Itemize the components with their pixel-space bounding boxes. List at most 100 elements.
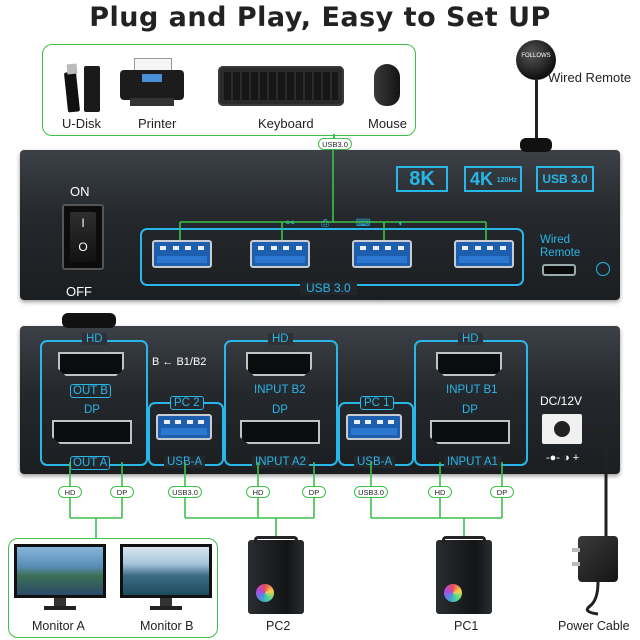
printer-screen — [142, 74, 162, 82]
remote-port[interactable] — [542, 264, 576, 276]
remote-label: Wired Remote — [548, 70, 632, 85]
dc-polarity-icon: -●- ◑ + — [546, 452, 580, 464]
printer-tray — [130, 98, 174, 106]
pc2-tower — [248, 536, 304, 614]
power-switch-glyph-0: O — [78, 240, 88, 254]
remote-button-text: FOLLOWS — [521, 53, 551, 59]
input-1-hd-label: HD — [458, 333, 483, 345]
power-adapter-prong-1 — [572, 548, 580, 552]
dc-jack-hole — [554, 421, 570, 437]
power-on-label: ON — [70, 184, 90, 199]
monitor-a — [14, 544, 106, 610]
monitor-a-stand — [54, 598, 66, 606]
pc2-fan-icon — [256, 584, 274, 602]
front-usb-port-4[interactable] — [454, 240, 514, 268]
pc2-bottom-label: PC2 — [266, 619, 291, 633]
remote-port-icon — [596, 262, 610, 276]
badge-4k-text: 4K — [470, 169, 494, 189]
pc1-tower-handle — [442, 536, 486, 544]
out-b-label: OUT B — [70, 384, 111, 398]
front-usb-port-3[interactable] — [352, 240, 412, 268]
badge-120hz-text: 120Hz — [496, 177, 517, 184]
switch-note: B ← B1/B2 — [152, 356, 207, 368]
pc1-label: PC 1 — [360, 396, 394, 410]
tag-pc1-usb: USB3.0 — [354, 486, 388, 498]
power-adapter-prong-2 — [572, 562, 580, 566]
usb-icon-row: ⚯ ⎙ ⌨ ◖ — [286, 218, 416, 229]
udisk-image — [63, 62, 106, 114]
monitor-a-label: Monitor A — [32, 619, 85, 633]
input-2-hd-label: HD — [268, 333, 293, 345]
pc1-fan-icon — [444, 584, 462, 602]
badge-8k: 8K — [396, 166, 448, 192]
power-off-label: OFF — [66, 284, 92, 299]
back-panel — [20, 326, 620, 474]
badge-usb3: USB 3.0 — [536, 166, 594, 192]
mouse-label: Mouse — [368, 116, 408, 131]
out-hd-label: HD — [82, 333, 107, 345]
power-cable-label: Power Cable — [558, 619, 630, 633]
out-b-hdmi-port[interactable] — [58, 352, 124, 376]
input-2-dp-label: DP — [272, 404, 288, 416]
monitor-a-base — [44, 606, 76, 610]
tag-pc2-usb: USB3.0 — [168, 486, 202, 498]
usb-tag-peripherals: USB3.0 — [318, 138, 352, 150]
front-panel-knob — [520, 138, 552, 152]
input-b2-hdmi-port[interactable] — [246, 352, 312, 376]
keyboard-keys — [224, 72, 338, 100]
input-a1-label: INPUT A1 — [444, 456, 501, 468]
front-usb-group-label: USB 3.0 — [300, 281, 357, 295]
input-a2-dp-port[interactable] — [240, 420, 320, 444]
monitor-b-label: Monitor B — [140, 619, 194, 633]
udisk-label: U-Disk — [62, 116, 101, 131]
power-adapter — [572, 536, 618, 582]
monitor-b-stand — [160, 598, 172, 606]
printer-image — [120, 58, 184, 108]
printer-label: Printer — [138, 116, 177, 131]
tag-a2-dp: DP — [302, 486, 326, 498]
input-b1-label: INPUT B1 — [446, 384, 498, 396]
pc2-label: PC 2 — [170, 396, 204, 410]
tag-out-a-dp: DP — [110, 486, 134, 498]
pc1-usb-label: USB-A — [354, 456, 396, 468]
keyboard-image — [218, 66, 344, 106]
input-b1-hdmi-port[interactable] — [436, 352, 502, 376]
remote-port-label: Wired Remote — [540, 234, 581, 259]
monitor-a-screen — [14, 544, 106, 598]
pc2-tower-handle — [254, 536, 298, 544]
badge-4k: 4K 120Hz — [464, 166, 522, 192]
front-usb-port-2[interactable] — [250, 240, 310, 268]
pc1-usb-port[interactable] — [346, 414, 402, 440]
power-switch[interactable]: I O — [62, 204, 104, 270]
pc1-tower — [436, 536, 492, 614]
dc-jack[interactable] — [542, 414, 582, 444]
pc2-usb-port[interactable] — [156, 414, 212, 440]
page-title: Plug and Play, Easy to Set UP — [89, 2, 551, 33]
monitor-b — [120, 544, 212, 610]
tag-a1-dp: DP — [490, 486, 514, 498]
power-switch-glyph-1: I — [81, 216, 85, 230]
input-b2-label: INPUT B2 — [254, 384, 306, 396]
monitor-b-screen — [120, 544, 212, 598]
monitors-frame — [8, 538, 218, 638]
power-switch-rocker — [70, 212, 96, 262]
input-a1-dp-port[interactable] — [430, 420, 510, 444]
input-1-dp-label: DP — [462, 404, 478, 416]
tag-b2-hd: HD — [246, 486, 270, 498]
udisk-stick-2 — [84, 66, 100, 112]
tag-out-b-hd: HD — [58, 486, 82, 498]
out-a-label: OUT A — [70, 456, 111, 470]
peripherals-frame — [42, 44, 416, 136]
dc-label: DC/12V — [540, 394, 583, 408]
keyboard-label: Keyboard — [258, 116, 314, 131]
input-a2-label: INPUT A2 — [252, 456, 309, 468]
pc1-bottom-label: PC1 — [454, 619, 479, 633]
monitor-b-base — [150, 606, 182, 610]
tag-b1-hd: HD — [428, 486, 452, 498]
mouse-image — [374, 64, 400, 106]
front-usb-port-1[interactable] — [152, 240, 212, 268]
out-a-dp-port[interactable] — [52, 420, 132, 444]
